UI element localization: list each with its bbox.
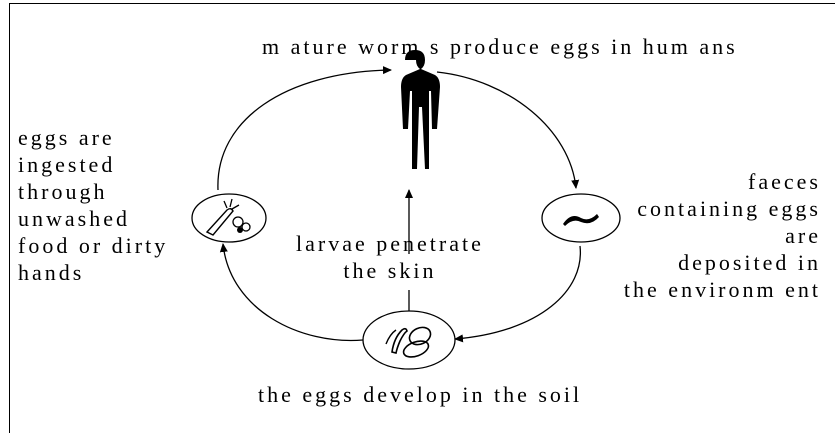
- arrow-food-to-human: [218, 70, 391, 190]
- vegetables-icon: [192, 194, 266, 242]
- faeces-stage-label: faeces containing eggs are deposited in …: [624, 168, 821, 303]
- soil-stage-label: the eggs develop in the soil: [258, 381, 582, 408]
- larvae-stage-label: larvae penetrate the skin: [296, 230, 484, 284]
- arrow-human-to-faeces: [437, 72, 576, 188]
- human-silhouette-icon: [401, 50, 440, 169]
- human-stage-label: m ature worm s produce eggs in hum ans: [262, 33, 738, 60]
- ingestion-stage-label: eggs are ingested through unwashed food …: [18, 124, 168, 286]
- faeces-icon: [542, 194, 620, 242]
- eggs-icon: [363, 311, 455, 369]
